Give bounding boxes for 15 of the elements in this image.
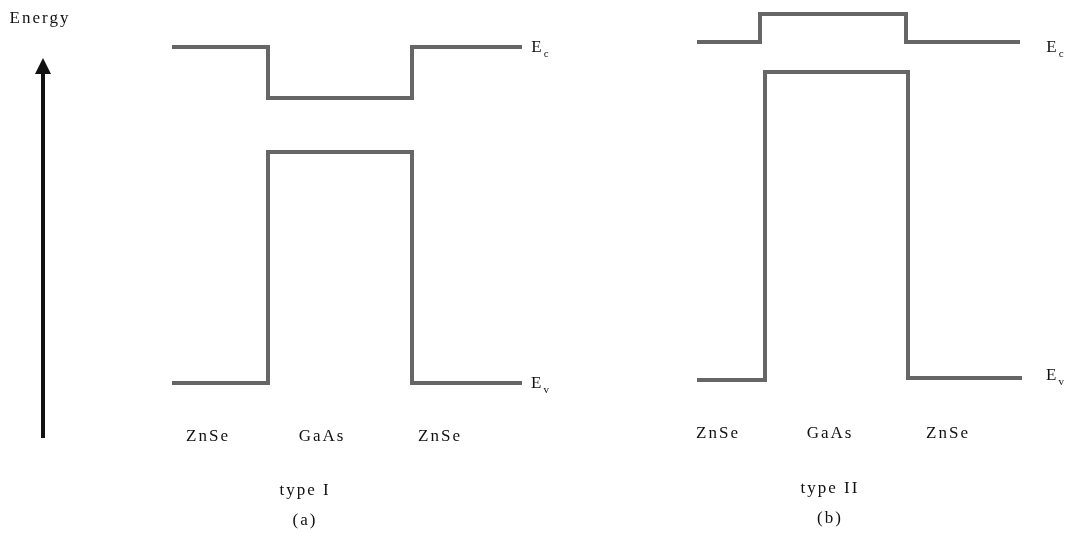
panel-label: (a) xyxy=(292,510,318,530)
diagram-caption: type I xyxy=(279,480,331,500)
material-label: ZnSe xyxy=(418,426,462,446)
material-label: GaAs xyxy=(806,423,854,443)
material-label: ZnSe xyxy=(696,423,740,443)
material-label: GaAs xyxy=(298,426,346,446)
axis-label: Energy xyxy=(9,8,71,28)
band-label: E$_{c}$ xyxy=(1046,37,1066,59)
band-label: E$_{c}$ xyxy=(531,37,551,59)
diagram-caption: type II xyxy=(800,478,860,498)
panel-label: (b) xyxy=(817,508,843,528)
band-label: E$_{v}$ xyxy=(1046,365,1066,387)
band-label: E$_{v}$ xyxy=(531,373,551,395)
material-label: ZnSe xyxy=(926,423,970,443)
material-label: ZnSe xyxy=(186,426,230,446)
